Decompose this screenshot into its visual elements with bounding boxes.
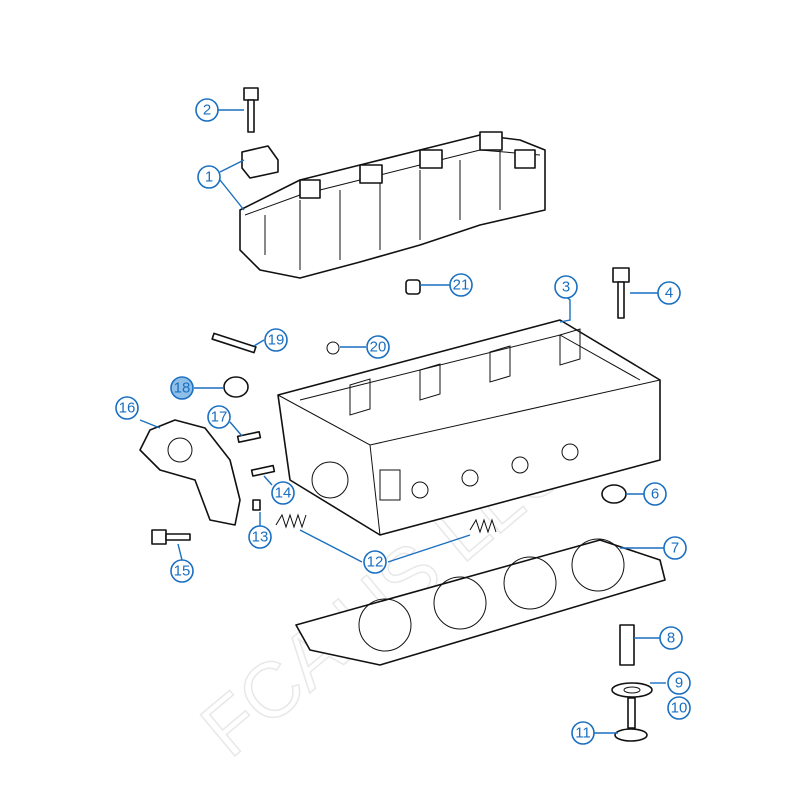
pin-13: [252, 499, 261, 511]
stud-14: [250, 464, 276, 477]
svg-text:16: 16: [119, 400, 136, 417]
svg-text:1: 1: [205, 169, 213, 186]
svg-text:12: 12: [367, 554, 384, 571]
svg-text:3: 3: [562, 279, 570, 296]
callout-16[interactable]: 16: [115, 396, 139, 420]
svg-text:20: 20: [370, 339, 387, 356]
callout-6[interactable]: 6: [643, 482, 667, 506]
callout-2[interactable]: 2: [195, 98, 219, 122]
callout-18[interactable]: 18: [170, 376, 194, 400]
callout-1[interactable]: 1: [197, 165, 221, 189]
o-ring-20: [326, 341, 340, 355]
callout-4[interactable]: 4: [657, 281, 681, 305]
bolt-15: [151, 529, 191, 545]
svg-text:4: 4: [665, 285, 673, 302]
svg-text:14: 14: [275, 485, 292, 502]
svg-text:15: 15: [174, 563, 191, 580]
callout-17[interactable]: 17: [207, 405, 231, 429]
callout-7[interactable]: 7: [663, 536, 687, 560]
callout-11[interactable]: 11: [571, 721, 595, 745]
dowel-17: [236, 430, 262, 444]
svg-text:17: 17: [211, 409, 228, 426]
valve-spring-seat: [611, 682, 653, 698]
svg-text:21: 21: [453, 277, 470, 294]
svg-text:8: 8: [667, 630, 675, 647]
svg-text:6: 6: [651, 486, 659, 503]
callout-8[interactable]: 8: [659, 626, 683, 650]
callout-3[interactable]: 3: [554, 275, 578, 299]
valve: [614, 697, 648, 742]
svg-text:2: 2: [203, 102, 211, 119]
plug-6: [601, 484, 627, 504]
timing-cover-plate: [139, 419, 241, 526]
stud-19: [211, 332, 257, 354]
cap-21: [405, 279, 421, 295]
callout-20[interactable]: 20: [366, 335, 390, 359]
svg-text:9: 9: [675, 675, 683, 692]
valve-guide: [619, 624, 635, 666]
spring-left: [275, 513, 307, 529]
svg-text:19: 19: [268, 332, 285, 349]
callout-19[interactable]: 19: [264, 328, 288, 352]
callout-12[interactable]: 12: [363, 550, 387, 574]
callout-13[interactable]: 13: [248, 525, 272, 549]
camshaft-bearing-frame: [239, 131, 546, 279]
callout-14[interactable]: 14: [271, 481, 295, 505]
head-gasket: [295, 538, 666, 666]
bolt-4: [612, 267, 630, 319]
callout-15[interactable]: 15: [170, 559, 194, 583]
callout-10[interactable]: 10: [667, 696, 691, 720]
svg-text:7: 7: [671, 540, 679, 557]
svg-text:18: 18: [174, 380, 191, 397]
callout-21[interactable]: 21: [449, 273, 473, 297]
leader-lines: [139, 109, 666, 734]
spring-right: [469, 518, 497, 534]
svg-text:13: 13: [252, 529, 269, 546]
svg-text:11: 11: [575, 725, 591, 742]
bolt-2: [243, 87, 259, 133]
svg-text:10: 10: [671, 700, 688, 717]
callout-9[interactable]: 9: [667, 671, 691, 695]
plug-18: [223, 376, 249, 398]
cylinder-head: [277, 319, 661, 536]
